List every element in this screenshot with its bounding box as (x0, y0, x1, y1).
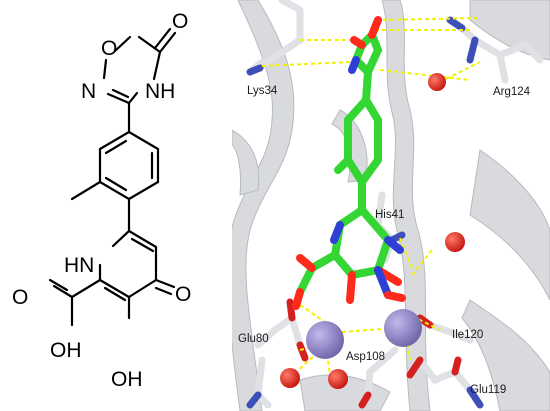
water-molecule (328, 369, 348, 389)
residue-sticks (246, 0, 544, 409)
ligand-sticks (292, 16, 406, 310)
atom-label-enol-oh: OH (111, 368, 143, 391)
chemical-structure-drawing: O O N NH HN O O OH OH (12, 10, 191, 391)
water-molecule (445, 232, 465, 252)
residue-label-lys34: Lys34 (247, 85, 278, 97)
atom-label-acid-o: O (12, 286, 28, 309)
oxadiazolone-ring (102, 27, 177, 105)
residue-label-his41: His41 (375, 209, 404, 221)
metal-ion-1 (306, 321, 344, 359)
atom-label-hn: HN (64, 254, 94, 277)
protein-ribbon (232, 0, 550, 411)
pyridinone-ring (48, 229, 176, 327)
residue-label-glu119: Glu119 (470, 384, 506, 396)
atom-label-ring-o: O (101, 37, 117, 60)
water-molecule (428, 73, 446, 91)
protein-ligand-complex: Lys34 Arg124 His41 Glu80 Ile120 Asp108 G… (232, 0, 550, 411)
metal-ion-2 (384, 309, 422, 347)
atom-label-nh: NH (145, 80, 175, 103)
atom-label-keto-o: O (175, 283, 191, 306)
atom-label-acid-oh: OH (50, 339, 82, 362)
water-molecule (280, 368, 300, 388)
residue-label-glu80: Glu80 (238, 333, 269, 345)
phenyl-ring (70, 130, 160, 201)
atom-label-carbonyl-o: O (172, 10, 188, 33)
residue-label-arg124: Arg124 (493, 86, 531, 98)
atom-label-n: N (81, 80, 96, 103)
residue-label-ile120: Ile120 (452, 329, 483, 341)
residue-label-asp108: Asp108 (346, 351, 385, 363)
